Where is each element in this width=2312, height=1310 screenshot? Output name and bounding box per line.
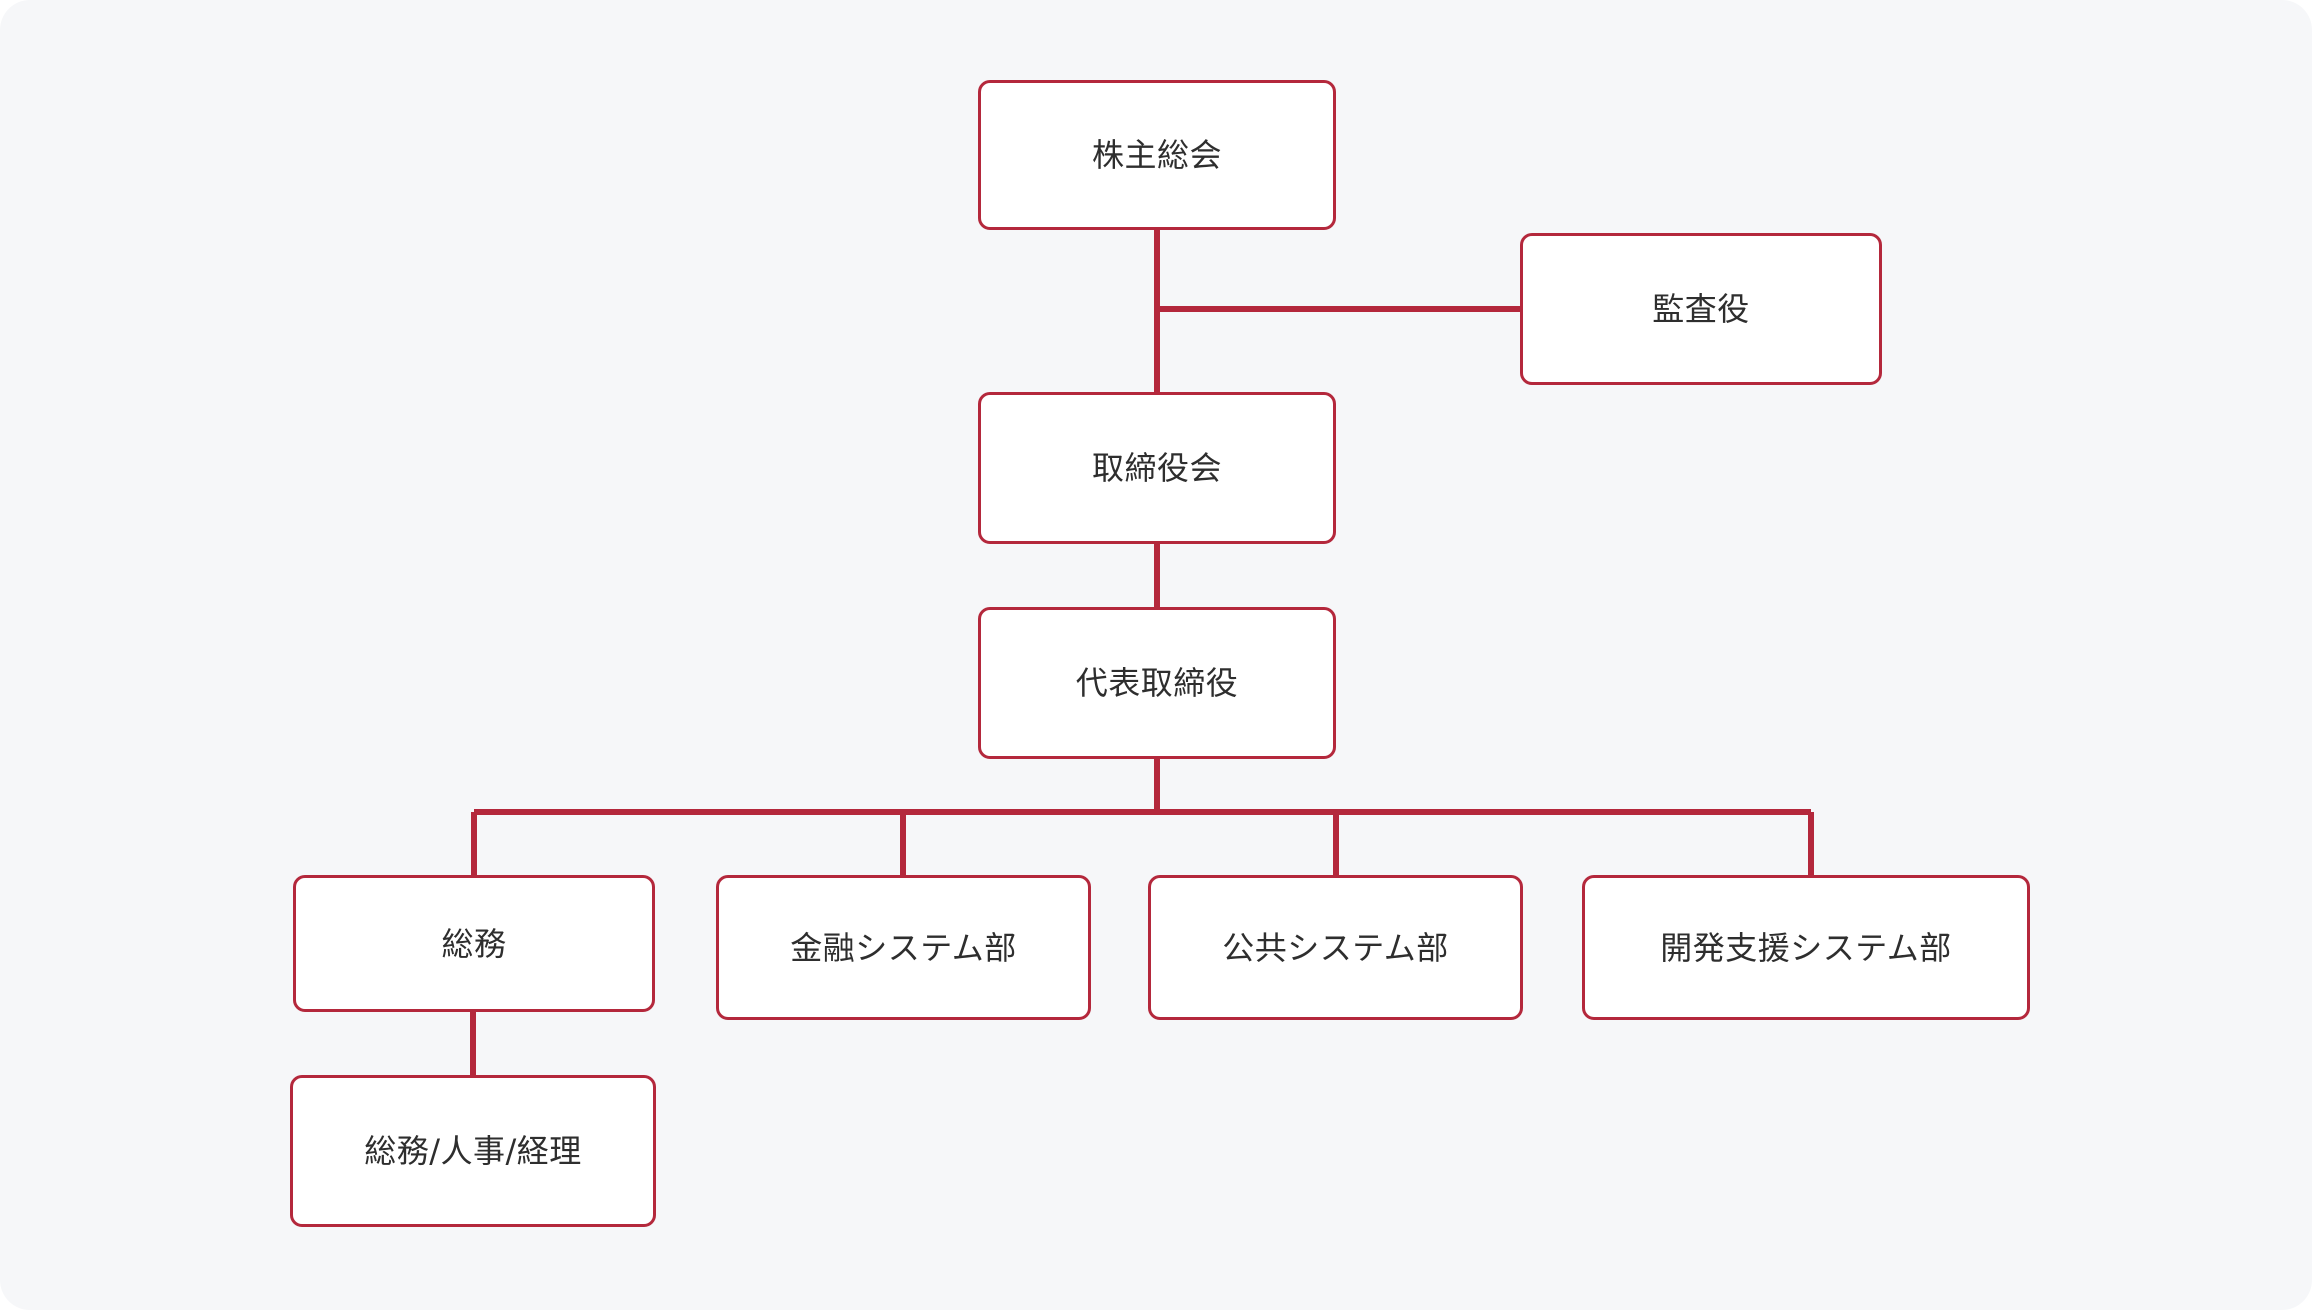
node-public-systems-dept[interactable]: 公共システム部 [1148,875,1523,1020]
node-auditor[interactable]: 監査役 [1520,233,1882,385]
node-label-public-systems-dept: 公共システム部 [1222,928,1449,967]
node-board-of-directors[interactable]: 取締役会 [978,392,1336,544]
node-label-auditor: 監査役 [1652,290,1750,328]
node-general-affairs[interactable]: 総務 [293,875,655,1012]
node-development-support-systems-dept[interactable]: 開発支援システム部 [1582,875,2030,1020]
node-label-general-affairs: 総務 [441,924,507,963]
node-general-affairs-hr-accounting[interactable]: 総務/人事/経理 [290,1075,656,1227]
node-representative-director[interactable]: 代表取締役 [978,607,1336,759]
node-label-representative-director: 代表取締役 [1075,664,1239,702]
node-label-board-of-directors: 取締役会 [1091,449,1222,487]
node-shareholders-meeting[interactable]: 株主総会 [978,80,1336,230]
node-label-financial-systems-dept: 金融システム部 [790,928,1017,967]
node-label-general-affairs-hr-accounting: 総務/人事/経理 [364,1132,582,1170]
node-financial-systems-dept[interactable]: 金融システム部 [716,875,1091,1020]
node-label-development-support-systems-dept: 開発支援システム部 [1660,928,1952,967]
node-label-shareholders-meeting: 株主総会 [1091,136,1222,174]
